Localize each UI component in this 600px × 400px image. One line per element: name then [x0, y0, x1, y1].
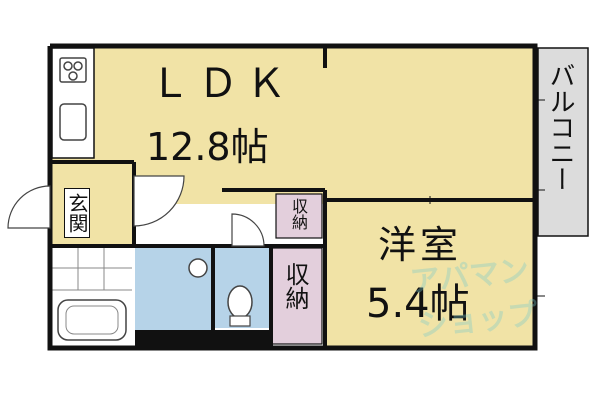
toilet-bowl	[227, 285, 253, 319]
storage-small-label: 収納	[289, 198, 308, 230]
sink	[59, 103, 87, 141]
ldk-size: 12.8帖	[146, 125, 269, 169]
bedroom-size: 5.4帖	[366, 281, 470, 327]
toilet-tank	[229, 315, 251, 327]
bathtub	[57, 299, 127, 341]
storage-large-label: 収納	[281, 262, 309, 310]
balcony-area	[537, 47, 589, 237]
bedroom-floor	[325, 200, 535, 348]
entrance-label: 玄関	[64, 188, 90, 238]
storage-small-floor	[275, 193, 323, 239]
stove	[59, 57, 87, 83]
balcony-label: バルコニー	[545, 62, 575, 192]
bath-tiles	[52, 248, 132, 291]
washbasin	[188, 258, 208, 278]
bedroom-name: 洋室	[378, 223, 463, 267]
ldk-name: ＬＤＫ	[150, 61, 294, 107]
doors	[7, 175, 265, 247]
storage-large-floor	[271, 247, 323, 345]
bathtub-inner	[65, 305, 119, 335]
window-marks	[429, 99, 545, 297]
kitchen-counter	[51, 47, 95, 159]
washroom-base	[135, 330, 271, 346]
